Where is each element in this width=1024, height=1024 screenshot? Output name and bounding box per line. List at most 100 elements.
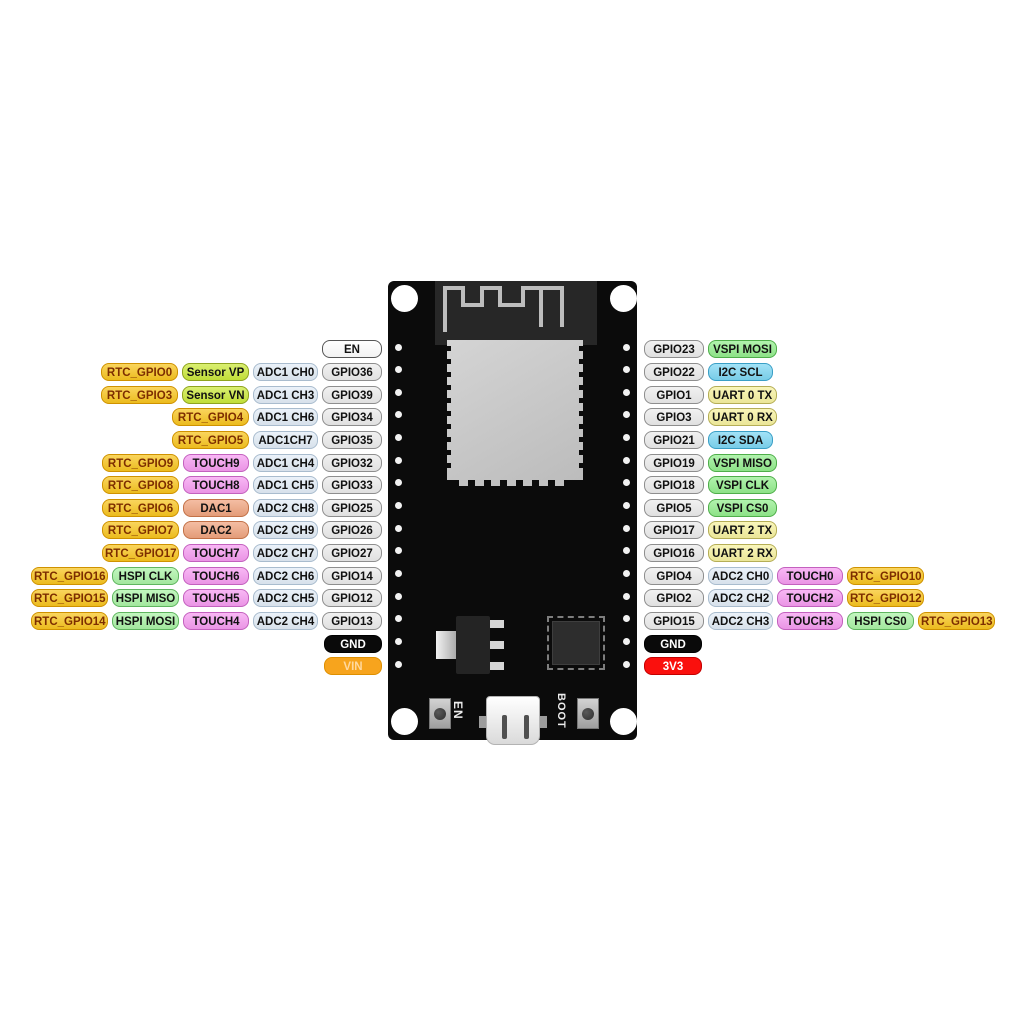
pin-hole [394, 366, 402, 374]
pin-label-vspi-mosi: VSPI MOSI [708, 340, 777, 359]
pin-hole [394, 343, 402, 351]
pin-label-adc2-ch0: ADC2 CH0 [708, 566, 773, 585]
pin-label-adc1-ch4: ADC1 CH4 [253, 453, 318, 472]
regulator-pin [490, 641, 504, 649]
en-button-label: EN [451, 701, 465, 720]
pin-hole [394, 479, 402, 487]
pin-label-gpio22: GPIO22 [644, 362, 704, 381]
pin-row: VIN [324, 655, 382, 678]
pin-hole [622, 456, 630, 464]
esp32-board: EN BOOT [388, 281, 637, 745]
pin-label-gpio4: GPIO4 [644, 566, 704, 585]
pin-label-adc2-ch5: ADC2 CH5 [253, 589, 318, 608]
pin-label-rtc-gpio17: RTC_GPIO17 [102, 544, 179, 563]
pin-hole [394, 388, 402, 396]
pin-hole [622, 479, 630, 487]
pin-label-gpio32: GPIO32 [322, 453, 382, 472]
pin-label-gpio35: GPIO35 [322, 430, 382, 449]
pin-label-gpio14: GPIO14 [322, 566, 382, 585]
pin-label-gpio34: GPIO34 [322, 408, 382, 427]
esp32-module-shield [447, 340, 583, 486]
pin-label-vspi-clk: VSPI CLK [708, 476, 777, 495]
pin-label-adc2-ch2: ADC2 CH2 [708, 589, 773, 608]
pin-label-touch4: TOUCH4 [183, 612, 249, 630]
pin-hole [394, 592, 402, 600]
pin-hole [622, 547, 630, 555]
pin-label-gpio2: GPIO2 [644, 589, 704, 608]
pin-label-hspi-miso: HSPI MISO [112, 589, 179, 608]
pin-hole [622, 343, 630, 351]
pin-label-gnd: GND [644, 634, 702, 653]
pin-label-gpio5: GPIO5 [644, 498, 704, 517]
pin-label-gpio17: GPIO17 [644, 521, 704, 540]
pin-label-dac2: DAC2 [183, 521, 249, 540]
pin-label-i2c-sda: I2C SDA [708, 430, 773, 449]
pin-label-touch8: TOUCH8 [183, 476, 249, 495]
pin-label-adc2-ch4: ADC2 CH4 [253, 612, 318, 630]
pin-hole [394, 434, 402, 442]
pin-label-rtc-gpio15: RTC_GPIO15 [31, 589, 108, 608]
pin-label-vspi-miso: VSPI MISO [708, 453, 777, 472]
pin-label-dac1: DAC1 [183, 498, 249, 517]
pin-label-uart-0-rx: UART 0 RX [708, 408, 777, 427]
pin-label-adc2-ch3: ADC2 CH3 [708, 612, 773, 630]
pin-hole [622, 366, 630, 374]
pin-row: EN [322, 338, 382, 361]
usb-shield-tab [540, 716, 547, 728]
pin-label-adc2-ch9: ADC2 CH9 [253, 521, 318, 540]
pin-label-adc2-ch6: ADC2 CH6 [253, 566, 318, 585]
en-button [429, 698, 451, 729]
pin-label-uart-2-rx: UART 2 RX [708, 544, 777, 563]
pin-label-adc1ch7: ADC1CH7 [253, 430, 318, 449]
pin-hole [622, 592, 630, 600]
regulator-pin [490, 620, 504, 628]
pin-hole [394, 660, 402, 668]
pin-label-3v3: 3V3 [644, 657, 702, 676]
pin-row: GND [324, 632, 382, 655]
pin-label-gpio36: GPIO36 [322, 362, 382, 381]
pin-hole [394, 456, 402, 464]
pin-label-gpio33: GPIO33 [322, 476, 382, 495]
pin-label-gpio39: GPIO39 [322, 385, 382, 404]
pin-label-touch0: TOUCH0 [777, 566, 843, 585]
pin-label-rtc-gpio13: RTC_GPIO13 [918, 612, 995, 630]
pin-hole [394, 411, 402, 419]
regulator-tab [436, 631, 456, 659]
pin-hole [622, 388, 630, 396]
castellation-bottom [459, 480, 571, 486]
pin-label-gpio27: GPIO27 [322, 544, 382, 563]
pin-label-adc1-ch3: ADC1 CH3 [253, 385, 318, 404]
pin-label-rtc-gpio0: RTC_GPIO0 [101, 362, 178, 381]
pin-hole [394, 502, 402, 510]
pin-label-gpio16: GPIO16 [644, 544, 704, 563]
pin-label-adc1-ch5: ADC1 CH5 [253, 476, 318, 495]
pin-label-gpio23: GPIO23 [644, 340, 704, 359]
pin-label-hspi-mosi: HSPI MOSI [112, 612, 179, 630]
pin-label-touch5: TOUCH5 [183, 589, 249, 608]
pin-hole [622, 502, 630, 510]
pin-hole [622, 637, 630, 645]
pin-label-rtc-gpio6: RTC_GPIO6 [102, 498, 179, 517]
mounting-hole [610, 285, 637, 312]
pin-label-rtc-gpio4: RTC_GPIO4 [172, 408, 249, 427]
castellation-left [447, 346, 451, 474]
pin-hole [622, 524, 630, 532]
pin-hole [394, 570, 402, 577]
usb-slot [502, 715, 507, 739]
pin-label-hspi-cs0: HSPI CS0 [847, 612, 914, 630]
